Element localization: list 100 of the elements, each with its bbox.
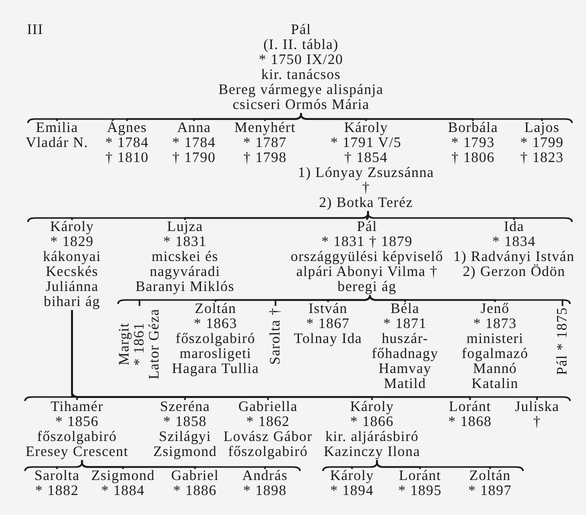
birth-date: * 1867	[306, 317, 350, 332]
person-name: Sarolta	[34, 469, 80, 484]
person-name: Tihamér	[50, 400, 104, 415]
connector-line	[351, 460, 378, 469]
person-name: Károly	[350, 400, 394, 415]
birth-date: * 1831	[163, 235, 207, 250]
person-name: Gabriel	[171, 469, 219, 484]
birth-date: * 1884	[101, 484, 145, 499]
birth-date: * 1793	[451, 136, 495, 151]
person-name: Zsigmond	[91, 469, 155, 484]
birth-date: * 1866	[350, 415, 394, 430]
birth-date: * 1862	[246, 415, 290, 430]
person-name: Gabriella	[238, 400, 298, 415]
spouse-name: Lovász Gábor	[224, 430, 312, 445]
connector-line	[366, 211, 369, 220]
birth-date: * 1868	[448, 415, 492, 430]
branch-label: bihari ág	[44, 295, 100, 310]
spouse-name: csicseri Ormós Mária	[232, 98, 370, 113]
spouse-name: alpári Abonyi Vilma †	[296, 265, 438, 280]
person-name: Anna	[177, 121, 211, 136]
person-name: András	[242, 469, 288, 484]
person-name: Menyhért	[234, 121, 296, 136]
spouse-name: micskei és nagyváradi Baranyi Miklós	[134, 250, 236, 295]
spouse-name: Tolnay Ida	[294, 332, 362, 347]
table-number: III	[27, 23, 44, 38]
person-name: Margit	[117, 322, 132, 366]
office-title: főszolgabiró	[228, 445, 308, 460]
person-name: Károly	[330, 469, 374, 484]
spouse-name: Mannó Katalin	[472, 362, 518, 392]
person-name: Károly	[344, 121, 388, 136]
connector-line	[300, 112, 543, 122]
spouse-name: Lator Géza	[147, 308, 162, 380]
person-name: Jenő	[480, 302, 510, 317]
person-name: Pál	[290, 23, 312, 38]
spouse-name: Hamvay Matild	[378, 362, 432, 392]
office-title: országgyülési képviselő	[290, 250, 444, 265]
connector-line	[327, 294, 371, 302]
connector-line	[369, 294, 564, 306]
birth-date: * 1750 IX/20	[258, 53, 344, 68]
birth-date: * 1882	[35, 484, 79, 499]
death-mark: †	[362, 181, 370, 196]
spouse-name: Kazinczy Ilona	[324, 445, 420, 460]
person-name: Szeréna	[160, 400, 210, 415]
table-reference: (I. II. tábla)	[263, 38, 339, 53]
spouse-name: Eresey Crescent	[26, 445, 128, 460]
person-name: Borbála	[448, 121, 498, 136]
spouse-name: marosligeti Hagara Tullia	[170, 347, 260, 377]
death-date: † 1806	[451, 151, 495, 166]
person-name: Béla	[390, 302, 420, 317]
person-name: Emilia	[36, 121, 78, 136]
death-date: † 1810	[105, 151, 149, 166]
spouse-name: 2) Gerzon Ödön	[462, 265, 566, 280]
birth-date: * 1861	[132, 322, 147, 366]
birth-date: * 1784	[105, 136, 149, 151]
person-name: Loránt	[398, 469, 442, 484]
birth-date: * 1784	[172, 136, 216, 151]
person-name: Zoltán	[469, 469, 511, 484]
person-name: Károly	[50, 220, 94, 235]
person-name: Loránt	[448, 400, 492, 415]
death-date: † 1823	[520, 151, 564, 166]
spouse-name: 2) Botka Teréz	[318, 196, 414, 211]
office-title: főszolgabiró	[37, 430, 117, 445]
spouse-name: 1) Radványi István	[453, 250, 575, 265]
birth-date: * 1895	[398, 484, 442, 499]
death-date: † 1790	[172, 151, 216, 166]
birth-date: * 1886	[173, 484, 217, 499]
connector-line	[264, 112, 302, 121]
branch-label: beregi ág	[338, 280, 396, 295]
birth-date: * 1894	[330, 484, 374, 499]
spouse-name: 1) Lónyay Zsuzsánna	[298, 166, 434, 181]
person-name: Lajos	[524, 121, 560, 136]
life-dates: * 1831 † 1879	[321, 235, 413, 250]
birth-date: * 1858	[163, 415, 207, 430]
connector-line	[367, 211, 515, 220]
office-title: kir. tanácsos	[261, 68, 341, 83]
person-name: Sarolta †	[268, 307, 283, 365]
birth-date: * 1787	[243, 136, 287, 151]
office-title: kir. aljárásbiró	[325, 430, 419, 445]
office-title: Bereg vármegye alispánja	[218, 83, 384, 98]
connector-line	[81, 460, 266, 469]
person-name: Lujza	[166, 220, 203, 235]
connector-line	[56, 460, 83, 469]
office-title: ministeri fogalmazó	[460, 332, 530, 362]
office-title: huszár-főhadnagy	[370, 332, 440, 362]
spouse-name: Vladár N.	[26, 136, 88, 151]
birth-date: * 1897	[468, 484, 512, 499]
birth-date: * 1799	[520, 136, 564, 151]
person-name: Pál	[356, 220, 378, 235]
birth-date: * 1871	[383, 317, 427, 332]
death-mark: †	[533, 415, 541, 430]
birth-date: * 1834	[492, 235, 536, 250]
connector-line	[376, 460, 491, 469]
birth-date: * 1898	[243, 484, 287, 499]
birth-date: * 1873	[473, 317, 517, 332]
death-date: † 1798	[243, 151, 287, 166]
birth-date: * 1829	[50, 235, 94, 250]
person-name: István	[308, 302, 348, 317]
person-name: Ida	[504, 220, 524, 235]
person-name: Zoltán	[194, 302, 236, 317]
person-name: Ágnes	[106, 121, 148, 136]
